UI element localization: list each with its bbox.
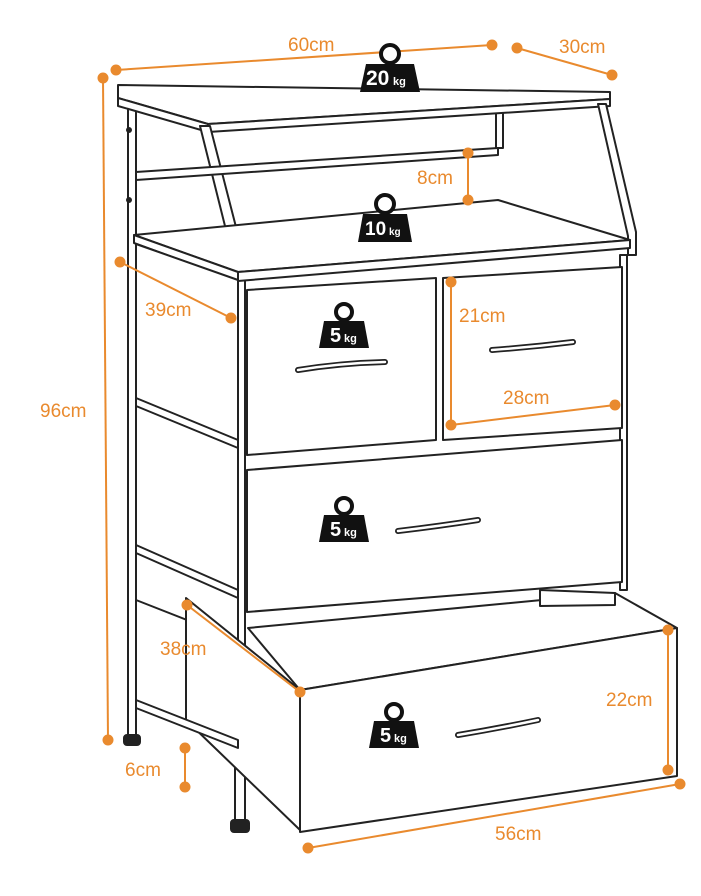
base-rail	[135, 699, 239, 749]
weight-unit-20: kg	[393, 76, 406, 88]
label-height: 96cm	[40, 401, 86, 422]
front-frame-right	[597, 103, 637, 256]
label-drawer-height-large: 22cm	[606, 690, 652, 711]
drawer-top-right-handle-inner	[490, 340, 575, 352]
label-drawer-depth: 38cm	[160, 639, 206, 660]
label-drawer-width-small: 28cm	[503, 388, 549, 409]
foot-front	[230, 819, 250, 833]
label-shelf-gap: 8cm	[417, 168, 453, 189]
drawer-middle-handle-inner	[396, 518, 480, 533]
weight-unit-5-a: kg	[344, 333, 357, 345]
drawer-top-left-handle-inner	[296, 360, 387, 372]
frame-stud-1	[126, 127, 132, 133]
label-shelf-depth: 39cm	[145, 300, 191, 321]
weight-unit-5-b: kg	[344, 527, 357, 539]
dimension-lines	[97, 39, 686, 854]
dim-line-height	[102, 77, 109, 741]
drawer-open-handle-inner	[456, 718, 540, 737]
dim-line-width-top	[115, 44, 493, 71]
weight-num-20: 20	[366, 67, 389, 90]
weight-unit-10: kg	[389, 227, 401, 238]
dim-line-drawer-depth	[186, 604, 301, 693]
back-shelf-rail	[135, 147, 499, 181]
weight-unit-5-c: kg	[394, 733, 407, 745]
weight-num-10: 10	[365, 219, 386, 240]
back-left-post	[127, 99, 137, 736]
drawer-top-right	[442, 266, 623, 441]
weight-icon-20kg: 20 kg	[360, 43, 420, 92]
weight-num-5-b: 5	[330, 519, 341, 541]
label-drawer-height-small: 21cm	[459, 306, 505, 327]
weight-icon-10kg: 10 kg	[358, 193, 412, 242]
label-drawer-width-large: 56cm	[495, 824, 541, 845]
dim-line-depth-top	[516, 47, 613, 76]
side-rail-2	[135, 544, 239, 599]
weight-icon-5kg-drawer-3: 5 kg	[319, 496, 369, 542]
weight-num-5-c: 5	[380, 725, 391, 747]
dim-line-shelf-depth	[119, 261, 232, 319]
dim-line-drawer-width-large	[307, 783, 681, 849]
label-width-top: 60cm	[288, 35, 334, 56]
dimension-labels: 60cm 30cm 8cm 39cm 96cm 21cm 28cm 38cm 2…	[40, 35, 652, 845]
weight-icon-5kg-drawer-1: 5 kg	[319, 302, 369, 348]
foot-back	[123, 734, 141, 746]
label-depth-top: 30cm	[559, 37, 605, 58]
dresser-outline	[117, 84, 678, 833]
side-rail-1	[135, 397, 239, 449]
label-foot-clearance: 6cm	[125, 760, 161, 781]
dim-line-drawer-width-small	[450, 404, 616, 426]
frame-stud-2	[126, 197, 132, 203]
weight-num-5-a: 5	[330, 325, 341, 347]
weight-icon-5kg-drawer-4: 5 kg	[369, 702, 419, 748]
drawer-open-inner-back	[539, 589, 616, 607]
